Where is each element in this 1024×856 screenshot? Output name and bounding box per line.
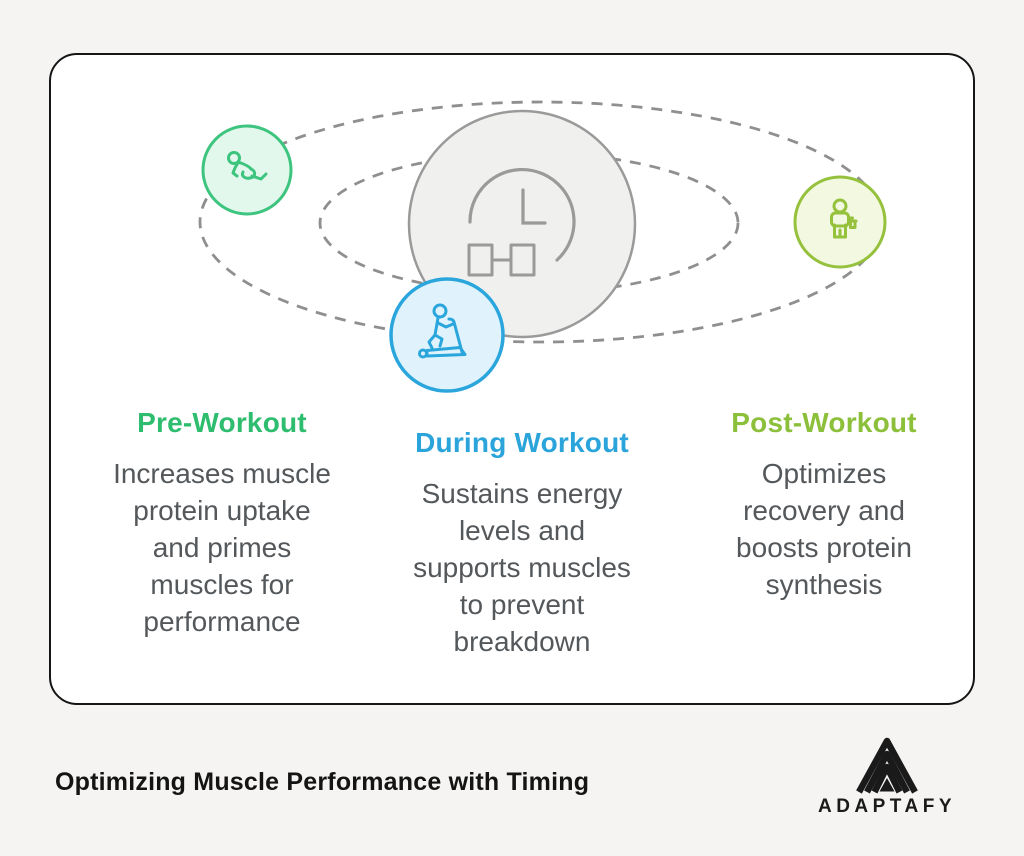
phase-column-during: During Workout Sustains energy levels an… xyxy=(367,427,677,660)
brand-logo: ADAPTAFY xyxy=(796,736,978,818)
post-workout-node xyxy=(793,175,887,269)
pre-workout-node xyxy=(201,124,293,216)
dumbbell-icon xyxy=(467,243,536,277)
phase-title-post: Post-Workout xyxy=(731,407,917,438)
orbit-diagram xyxy=(198,100,887,393)
treadmill-runner-icon xyxy=(418,303,467,359)
infographic-card: Pre-Workout Increases muscle protein upt… xyxy=(49,53,975,705)
phase-description-pre: Increases muscle protein uptake and prim… xyxy=(113,458,331,637)
brand-name: ADAPTAFY xyxy=(817,796,957,817)
page-title: Optimizing Muscle Performance with Timin… xyxy=(55,768,590,796)
mountain-logo-icon xyxy=(856,737,918,794)
inner-orbit xyxy=(318,151,740,295)
during-workout-node xyxy=(389,277,505,393)
stretching-person-icon xyxy=(227,151,268,181)
phase-title-pre: Pre-Workout xyxy=(137,407,307,438)
clock-icon xyxy=(468,167,576,262)
phase-column-post: Post-Workout Optimizes recovery and boos… xyxy=(669,407,973,603)
standing-person-icon xyxy=(830,198,858,239)
phase-title-during: During Workout xyxy=(415,427,629,458)
phase-description-post: Optimizes recovery and boosts protein sy… xyxy=(736,458,912,600)
phase-column-pre: Pre-Workout Increases muscle protein upt… xyxy=(67,407,377,640)
phase-description-during: Sustains energy levels and supports musc… xyxy=(413,478,631,657)
